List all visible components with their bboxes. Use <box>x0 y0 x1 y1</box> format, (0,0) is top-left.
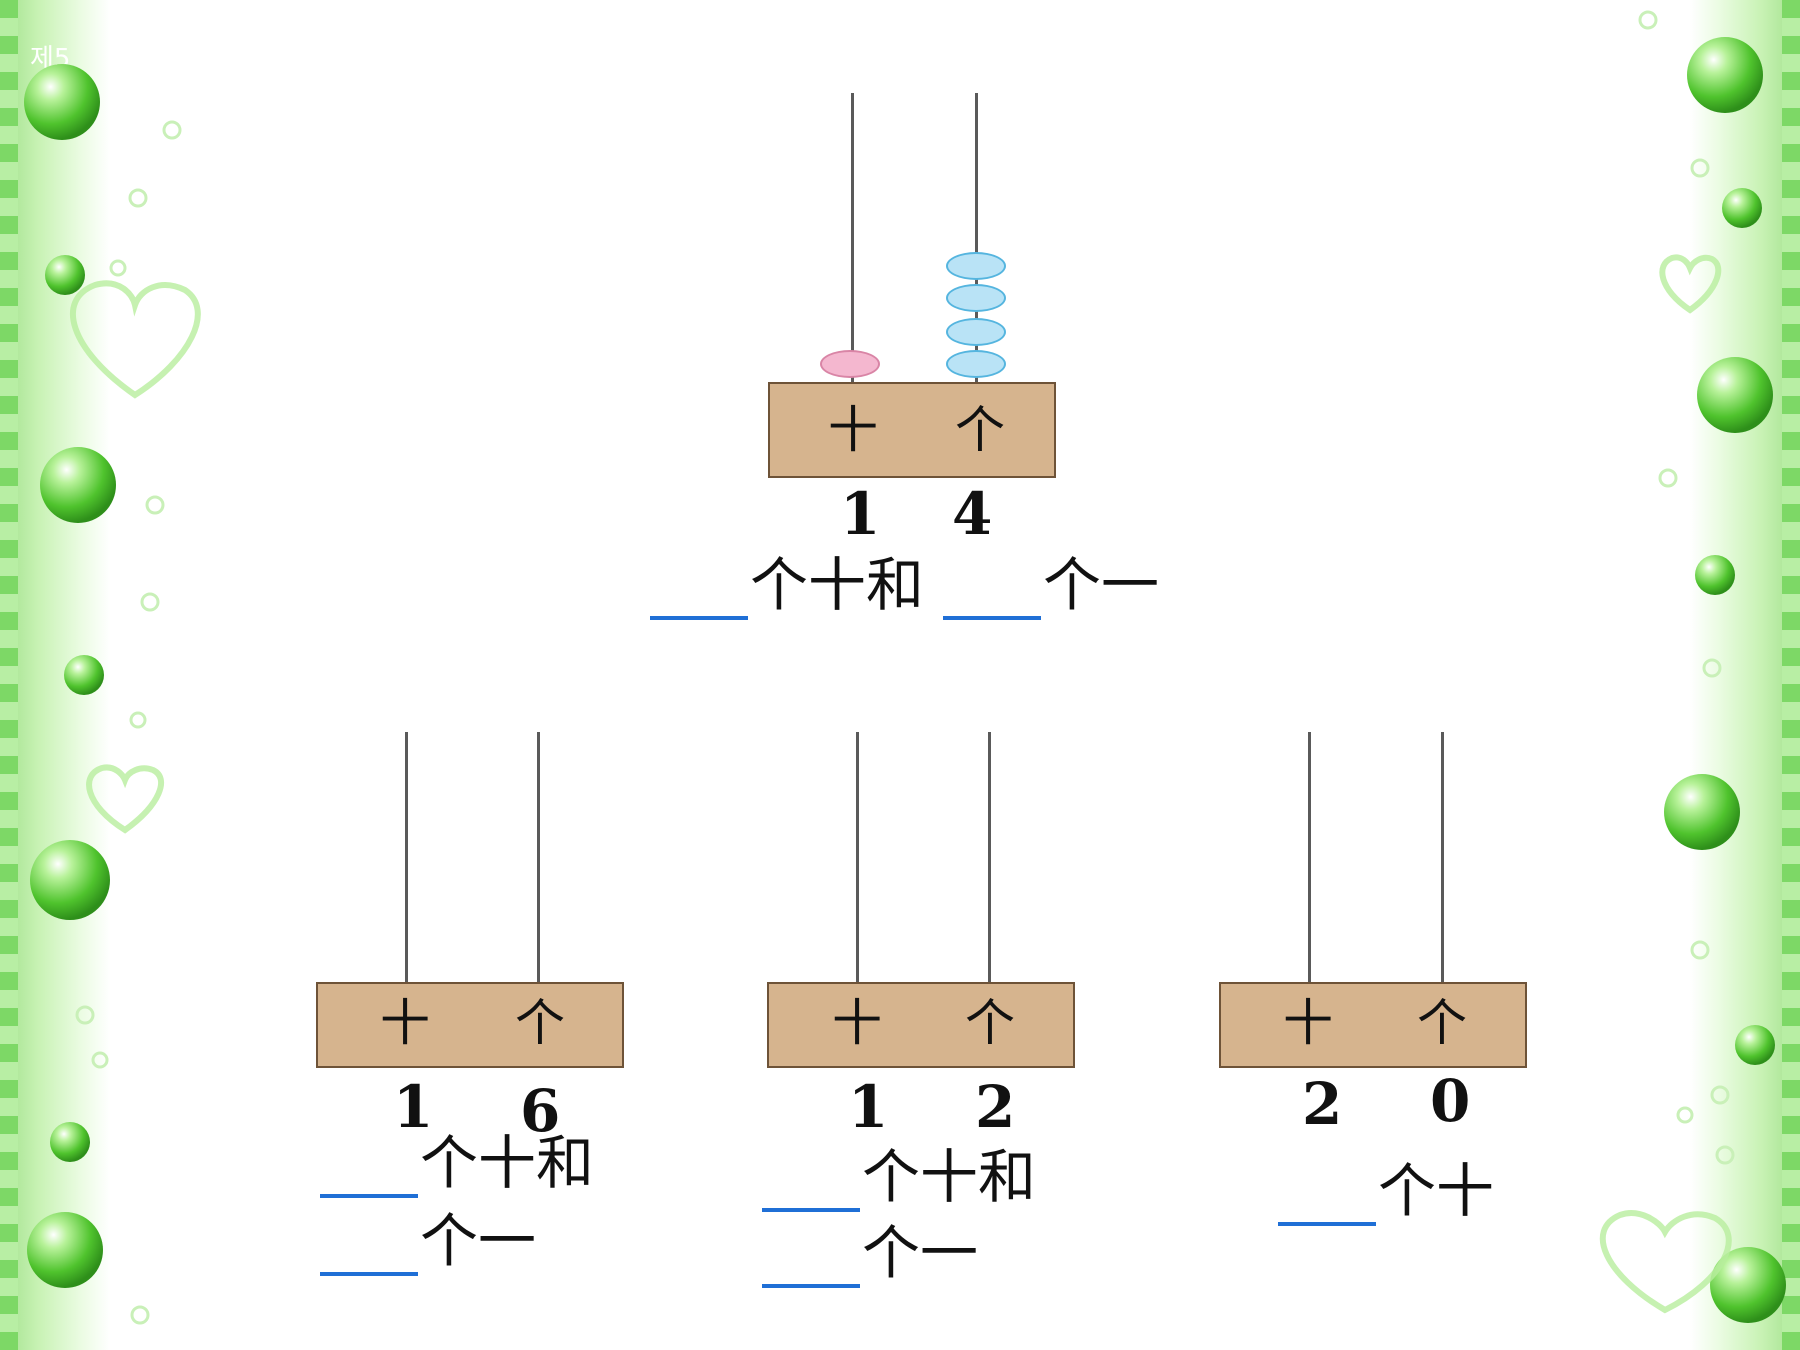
tens-answer-blank[interactable] <box>1278 1222 1376 1226</box>
tens-rod <box>851 93 854 383</box>
flower-icon <box>75 10 1735 1325</box>
ones-rod <box>975 93 978 383</box>
left-stripe <box>0 0 18 1350</box>
ones-bead <box>946 318 1006 346</box>
abacus-base <box>768 382 1056 478</box>
ones-phrase: 个一 <box>862 1219 979 1287</box>
ones-digit: 2 <box>975 1073 1016 1141</box>
tens-bead <box>820 350 880 378</box>
tens-place-label: 十 <box>832 994 882 1052</box>
ones-place-label: 个 <box>965 994 1015 1052</box>
abacus-base <box>767 982 1075 1068</box>
tens-phrase: 个十 <box>1378 1157 1495 1225</box>
bubble-icon <box>24 37 1786 1323</box>
ones-place-label: 个 <box>1417 994 1467 1052</box>
tens-answer-blank[interactable] <box>320 1194 418 1198</box>
abacus-base <box>1219 982 1527 1068</box>
ones-digit: 6 <box>520 1077 561 1145</box>
ones-bead <box>946 252 1006 280</box>
ones-bead <box>946 284 1006 312</box>
ones-place-label: 个 <box>515 994 565 1052</box>
ones-phrase: 个一 <box>1043 551 1160 619</box>
tens-phrase: 个十和 <box>420 1129 595 1197</box>
ones-answer-blank[interactable] <box>320 1272 418 1276</box>
tens-place-label: 十 <box>380 994 430 1052</box>
tens-digit: 1 <box>393 1073 434 1141</box>
ones-bead <box>946 350 1006 378</box>
tens-phrase: 个十和 <box>750 551 925 619</box>
heart-icon <box>69 254 1732 1314</box>
ones-answer-blank[interactable] <box>943 616 1041 620</box>
abacus-base <box>316 982 624 1068</box>
tens-digit: 1 <box>840 480 881 548</box>
tens-place-label: 十 <box>828 401 878 459</box>
tens-digit: 1 <box>848 1073 889 1141</box>
ones-digit: 4 <box>952 480 993 548</box>
tens-answer-blank[interactable] <box>650 616 748 620</box>
tens-answer-blank[interactable] <box>762 1208 860 1212</box>
ones-rod <box>1441 732 1444 984</box>
ones-answer-blank[interactable] <box>762 1284 860 1288</box>
right-stripe <box>1782 0 1800 1350</box>
ones-phrase: 个一 <box>420 1207 537 1275</box>
tens-rod <box>405 732 408 984</box>
tens-digit: 2 <box>1302 1070 1343 1138</box>
ones-digit: 0 <box>1430 1067 1471 1135</box>
ones-place-label: 个 <box>955 401 1005 459</box>
ones-rod <box>988 732 991 984</box>
tens-phrase: 个十和 <box>862 1143 1037 1211</box>
tens-place-label: 十 <box>1283 994 1333 1052</box>
ones-rod <box>537 732 540 984</box>
tens-rod <box>856 732 859 984</box>
tens-rod <box>1308 732 1311 984</box>
